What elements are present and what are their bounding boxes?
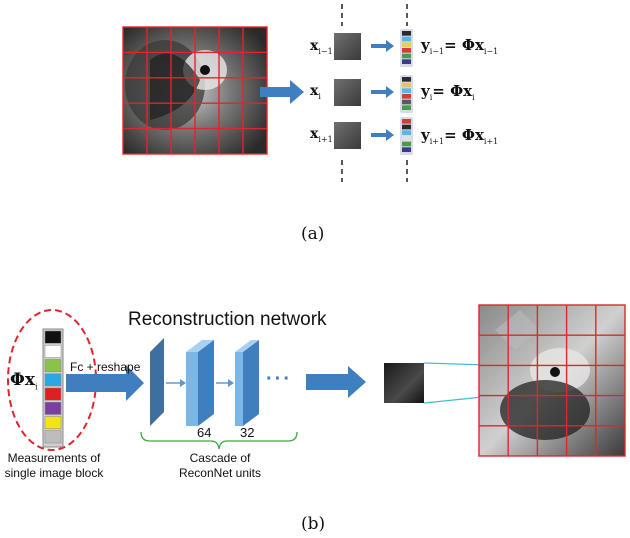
measurement-stripes — [400, 29, 413, 155]
cascade-bracket — [140, 431, 298, 450]
measurements-caption: Measurements of single image block — [4, 451, 104, 480]
measurement-cell — [44, 430, 62, 444]
equation-i: yi= Φxi — [421, 82, 475, 102]
measurement-cell — [44, 345, 62, 358]
patch-image-i-plus-1 — [334, 122, 361, 149]
measurement-cell — [44, 373, 62, 387]
measurement-cell — [44, 387, 62, 401]
measurement-cell — [44, 330, 62, 344]
stripe-cell — [402, 119, 411, 124]
arrow-to-layer-64 — [166, 379, 186, 387]
equation-i-minus-1: yi−1= Φxi−1 — [421, 36, 499, 56]
arrow-to-layer-32 — [216, 379, 234, 387]
stripe-cell — [402, 124, 411, 130]
measurement-cell — [44, 416, 62, 429]
conv-layer-64 — [186, 340, 214, 426]
reconstructed-patch — [384, 363, 424, 403]
measurement-vector — [42, 328, 64, 448]
stripe-cell — [402, 82, 411, 88]
patch-image-i — [334, 79, 361, 106]
panel-a-arrow — [260, 80, 304, 104]
layer-32-label: 32 — [240, 425, 255, 440]
stripe-cell — [402, 88, 411, 93]
row-x-label-i-plus-1: xi+1 — [310, 126, 333, 144]
panel-b — [7, 304, 626, 457]
row-x-label-i-minus-1: xi−1 — [310, 38, 333, 56]
stripe-cell — [402, 48, 411, 53]
reshape-slab — [150, 338, 164, 426]
stripe-cell — [402, 141, 411, 147]
stripe-cell — [402, 99, 411, 105]
stripe-cell — [402, 59, 411, 64]
cascade-caption: Cascade of ReconNet units — [178, 451, 262, 480]
caption-a: (a) — [301, 224, 325, 244]
parrot-image-gridded — [122, 26, 268, 155]
phi-x-label: Φxi — [10, 370, 38, 392]
stripe-cell — [402, 94, 411, 99]
stripe-cell — [402, 136, 411, 141]
panel-a — [122, 4, 413, 182]
fc-reshape-label: Fc + reshape — [70, 360, 141, 374]
measurement-cell — [44, 359, 62, 372]
caption-b: (b) — [301, 514, 326, 534]
row-x-label-i: xi — [310, 83, 321, 101]
stripe-cell — [402, 31, 411, 36]
stripe-cell — [402, 36, 411, 42]
stripe-cell — [402, 105, 411, 110]
reconstructed-image-gridded — [478, 304, 626, 457]
output-arrow — [306, 366, 366, 398]
stripe-cell — [402, 147, 411, 152]
stripe-cell — [402, 53, 411, 59]
patch-arrows — [371, 40, 394, 141]
stripe-cell — [402, 130, 411, 135]
layer-64-label: 64 — [197, 425, 212, 440]
reconstruction-network-title: Reconstruction network — [128, 309, 327, 330]
ellipsis: ··· — [266, 368, 292, 390]
patch-image-i-minus-1 — [334, 33, 361, 60]
fc-reshape-arrow — [66, 365, 144, 401]
conv-layer-32 — [235, 340, 259, 426]
measurement-cell — [44, 402, 62, 415]
stripe-cell — [402, 42, 411, 47]
equation-i-plus-1: yi+1= Φxi+1 — [421, 126, 499, 146]
dashed-separators — [341, 4, 408, 182]
stripe-cell — [402, 77, 411, 82]
